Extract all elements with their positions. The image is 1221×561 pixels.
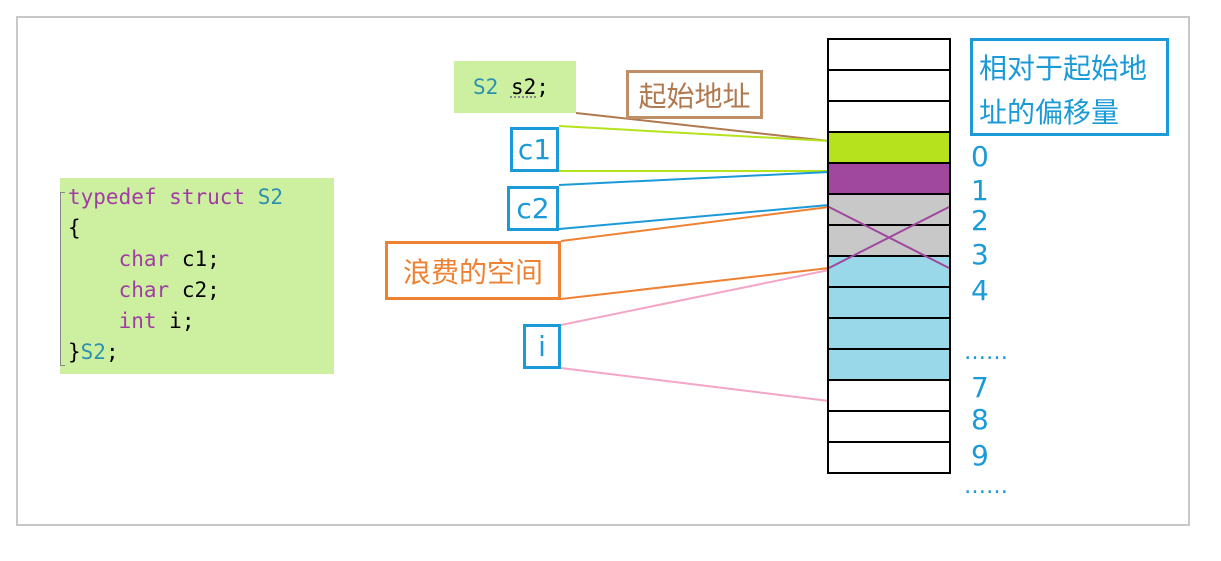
keyword-struct: struct [169,185,246,209]
c2-line-bottom [558,204,830,230]
code-line-4: char c2; [68,275,334,306]
offset-index: …… [964,340,1008,365]
waste-line-bottom [560,267,830,300]
offset-index: 7 [971,371,989,404]
diagram-frame [16,16,1190,526]
close-brace: } [68,340,81,364]
offset-index: 3 [971,238,989,271]
memory-cell [827,38,951,71]
i-line-bottom [560,367,830,402]
member-c2: c2; [181,278,220,302]
c1-line-top [558,125,830,142]
memory-cell [827,348,951,381]
wasted-space-label: 浪费的空间 [385,241,561,300]
member-c1: c1; [181,247,220,271]
offset-index: 8 [971,403,989,436]
memory-cell [827,131,951,164]
offset-index: 9 [971,439,989,472]
i-line-top [560,269,830,326]
memory-cell [827,100,951,133]
decl-semicolon: ; [536,75,549,99]
memory-cell [827,69,951,102]
memory-cell [827,224,951,257]
code-line-1: typedef struct S2 [68,182,334,213]
decl-var: s2 [510,75,537,99]
type-int: int [118,309,157,333]
start-address-line [575,112,830,142]
memory-cell [827,441,951,474]
offset-index: 1 [971,174,989,207]
struct-code-block: typedef struct S2 { char c1; char c2; in… [60,178,334,374]
memory-cell [827,286,951,319]
offset-index: 0 [971,140,989,173]
offset-index: …… [964,474,1008,499]
code-line-5: int i; [68,306,334,337]
memory-cell [827,193,951,226]
type-char: char [118,247,170,271]
decl-type: S2 [473,75,499,99]
c2-line-top [558,171,830,186]
struct-name: S2 [257,185,283,209]
start-address-label: 起始地址 [626,70,763,119]
waste-line-top [560,206,830,242]
i-label: i [523,324,561,369]
code-line-2: { [68,216,81,240]
memory-cell [827,255,951,288]
typedef-name: S2 [80,340,106,364]
code-line-6: }S2; [68,337,334,368]
offset-index: 2 [971,204,989,237]
member-i: i; [169,309,195,333]
c2-label: c2 [507,186,559,231]
code-fold-guide [60,192,65,366]
variable-declaration: S2 s2; [454,61,576,113]
memory-cell [827,317,951,350]
offset-index: 4 [971,274,989,307]
memory-column [827,38,951,474]
memory-cell [827,379,951,412]
code-line-3: char c1; [68,244,334,275]
memory-cell [827,410,951,443]
offset-label: 相对于起始地址的偏移量 [970,38,1169,136]
keyword-typedef: typedef [68,185,157,209]
c1-label: c1 [510,127,559,172]
type-char: char [118,278,170,302]
memory-cell [827,162,951,195]
semicolon: ; [105,340,119,364]
